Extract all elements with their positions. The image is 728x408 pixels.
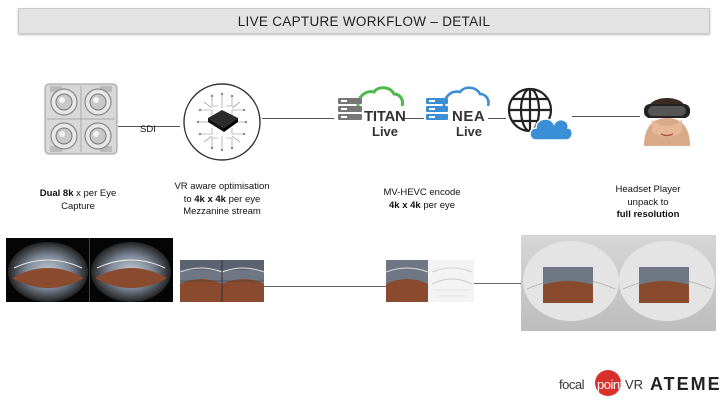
focalpoint-logo-text-point: point [597, 377, 623, 392]
connector-line [572, 116, 640, 117]
titan-logo-subtext: Live [372, 124, 399, 139]
mezzanine-frame-image [180, 260, 264, 302]
ateme-logo: ATEME [650, 374, 722, 394]
frame-connector-line [264, 286, 388, 287]
frame-connector-line [474, 283, 522, 284]
focalpoint-logo-text-left: focal [559, 377, 584, 392]
nea-logo-subtext: Live [456, 124, 483, 139]
connector-line [402, 118, 424, 119]
camera-rig-icon [42, 82, 120, 156]
player-caption: Headset Player unpack to full resolution [615, 184, 681, 220]
capture-caption: Dual 8k x per Eye Capture [39, 188, 117, 212]
focalpoint-logo-text-vr: VR [625, 377, 644, 392]
page-title: LIVE CAPTURE WORKFLOW – DETAIL [18, 8, 710, 34]
connector-line [488, 118, 506, 119]
titan-logo-text: TITAN [364, 108, 406, 125]
sdi-label: SDI [140, 124, 156, 135]
headset-viewer-image [638, 88, 696, 146]
focalpoint-logo-dot-icon [595, 370, 621, 396]
encoded-frame-image [385, 260, 474, 302]
connector-line [118, 126, 180, 127]
optimisation-caption: VR aware optimisation to 4k x 4k per eye… [174, 181, 270, 217]
globe-cloud-icon [504, 86, 574, 146]
capture-frame-image [6, 238, 173, 302]
connector-line [262, 118, 334, 119]
nea-logo-text: NEA [452, 108, 486, 125]
processor-chip-icon [182, 82, 262, 162]
player-frame-image [521, 235, 716, 331]
nea-live-logo: NEA Live [424, 86, 490, 150]
titan-live-logo: TITAN Live [334, 86, 406, 150]
encode-caption: MV-HEVC encode 4k x 4k per eye [383, 187, 461, 211]
focalpoint-vr-logo: focal point VR [559, 370, 649, 398]
